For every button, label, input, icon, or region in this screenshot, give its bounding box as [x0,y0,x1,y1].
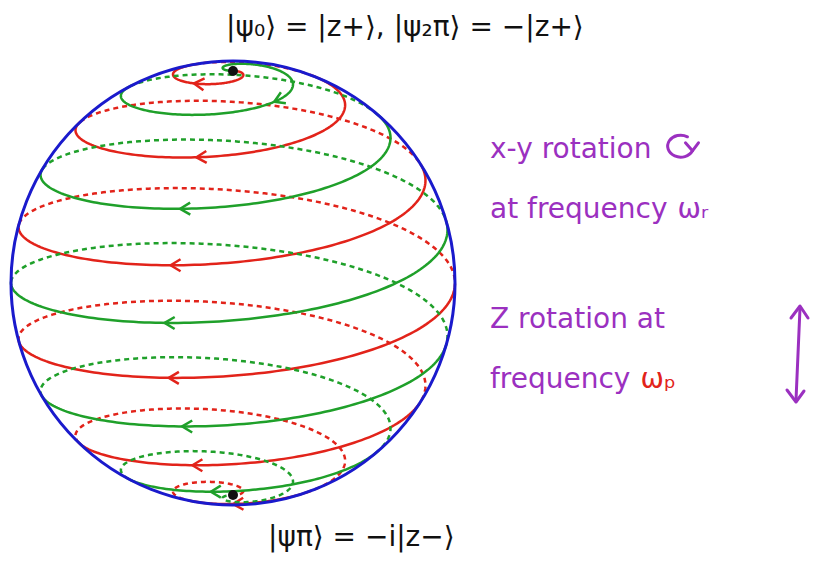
frequency-symbol: ωᵣ [677,192,708,226]
annotation: x-y rotation [490,132,651,166]
bloch-sphere [11,61,455,505]
direction-arrowhead [182,420,192,432]
direction-arrowhead [169,372,179,384]
trajectory-back [130,74,378,114]
trajectory-back [75,408,345,491]
annotation: at frequency [490,192,667,226]
trajectory-back [19,188,455,285]
trajectory-front [19,285,455,378]
direction-arrowhead [165,317,175,329]
pole-dot [228,490,238,500]
rotation-symbol [668,135,699,157]
vertical-double-arrow [787,306,808,402]
trajectory-front [19,164,426,265]
annotation: Z rotation at [490,302,665,336]
direction-arrowhead [193,77,204,90]
trajectory-back [41,357,391,453]
trajectory-front [121,64,293,115]
state-label: |ψ₀⟩ = |z+⟩, |ψ₂π⟩ = −|z+⟩ [226,10,584,44]
trajectories [11,62,455,510]
trajectory-front [75,76,345,158]
direction-arrowhead [211,486,221,498]
trajectory-back [121,451,293,502]
trajectory-front [41,115,391,209]
state-label: |ψπ⟩ = −i|z−⟩ [268,520,455,554]
frequency-symbol: ωₚ [640,362,675,396]
trajectory-back [43,140,447,224]
direction-arrowhead [272,92,286,107]
trajectory-front [11,223,447,323]
trajectory-back [11,243,447,345]
direction-arrowhead [196,151,206,163]
annotation: frequency [490,362,630,396]
direction-arrowhead [180,203,190,215]
pole-dot [228,66,238,76]
trajectory-front [129,453,376,492]
direction-arrowhead [192,459,202,471]
direction-arrowhead [171,259,181,271]
